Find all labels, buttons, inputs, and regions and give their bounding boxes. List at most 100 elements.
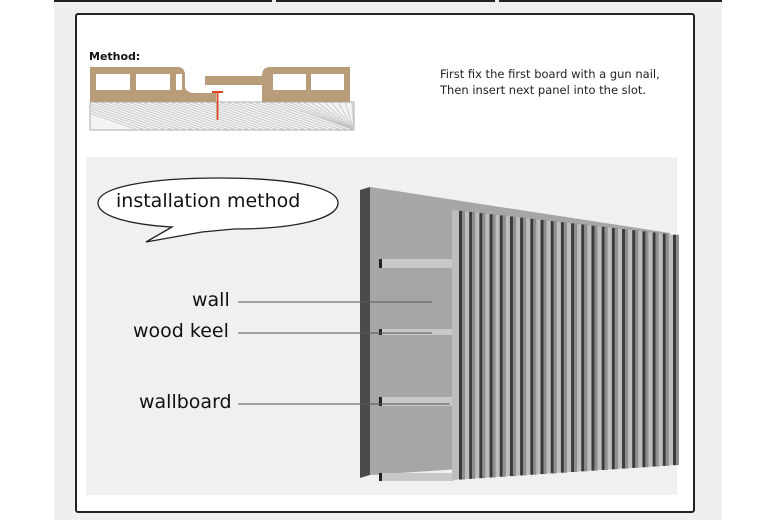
hatch-line [197,101,279,131]
hatch-line [267,101,349,131]
panel-groove-shade [553,221,557,474]
top-divider [54,0,272,2]
instructions: First fix the first board with a gun nai… [440,66,660,98]
hatch-line [162,101,244,131]
callout-label-wood-keel: wood keel [133,320,229,342]
panel-groove-shade [523,217,527,476]
panel-groove [581,224,585,472]
panel-groove-shade [645,231,649,468]
instruction-line: First fix the first board with a gun nai… [440,67,660,81]
panel-groove [642,231,646,468]
hatch-line [253,101,335,131]
callout-label-wallboard: wallboard [139,391,232,413]
panel-groove-shade [543,219,547,475]
hatch-line [89,103,167,131]
hatch-line [232,101,314,131]
hatch-line [127,101,209,131]
panel-groove [489,214,493,478]
top-divider [276,0,495,2]
hatch-line [330,101,355,131]
hatch-line [316,101,355,131]
instruction-line: Then insert next panel into the slot. [440,83,647,97]
hatch-line [183,101,265,131]
hatch-line [120,101,202,131]
panel-groove-shade [512,216,516,477]
panel-groove [560,222,564,473]
panel-groove-shade [492,214,496,478]
panel-groove [571,223,575,473]
board-cross-section [89,67,355,131]
hatch-line [113,101,195,131]
hatch-line [344,101,355,131]
hatch-line [246,101,328,131]
hatch-line [218,101,300,131]
wall-illustration [360,187,679,481]
hatch-line [141,101,223,131]
hatch-line [288,101,355,131]
panel-groove-shade [614,227,618,470]
panel-groove [591,225,595,471]
panel-groove-shade [533,218,537,475]
panel-groove-shade [462,210,465,480]
panel-groove [662,233,666,466]
panel-groove [622,229,626,469]
method-label: Method: [89,50,141,63]
panel-groove [611,227,615,470]
panel-groove-shade [655,232,659,467]
hatch-line [211,101,293,131]
panel-groove-shade [594,225,598,471]
hatch-line [155,101,237,131]
panel-groove-shade [563,222,567,473]
panel-groove-shade [665,233,669,466]
panel-groove [509,216,513,477]
tongue [205,76,265,85]
panel-groove [499,215,503,477]
hatch-line [295,101,355,131]
panel-groove [673,234,676,466]
panel-groove [632,230,636,468]
panel-groove-shade [676,234,679,466]
hatch-line [106,101,188,131]
wallboard-panel [452,210,679,480]
hatch-line [239,101,321,131]
hatch-line [89,110,146,131]
panel-groove-shade [625,229,629,469]
panel-groove [530,218,534,475]
hatch-line [134,101,216,131]
hatch-line [89,107,153,131]
panel-groove-shade [472,211,476,479]
panel-groove [459,210,462,480]
panel-groove-shade [482,213,486,479]
panel-groove [520,217,524,476]
panel-groove [652,232,656,467]
panel-groove-shade [584,224,588,472]
panel-groove [479,213,483,479]
panel-groove [550,221,554,474]
board-hollows [96,74,344,90]
hatch-line [148,101,230,131]
hatch-line [92,101,174,131]
hatch-line [274,101,355,131]
panel-groove-shade [635,230,639,468]
hatch-line [190,101,272,131]
hatch-line [225,101,307,131]
panel-groove [469,211,473,479]
panel-groove-shade [502,215,506,477]
panel-groove-shade [574,223,578,473]
callout-label-wall: wall [192,289,230,311]
hatch-line [99,101,181,131]
panel-groove-shade [604,226,608,470]
hatch-line [309,101,355,131]
nail-icon [212,91,223,120]
hatch-line [281,101,355,131]
hatch-line [323,101,355,131]
hatch-line [302,101,355,131]
bubble-label: installation method [116,190,301,212]
panel-groove [540,219,544,475]
hatch-line [89,112,139,131]
speech-bubble-icon [97,177,339,243]
panel-groove [601,226,605,470]
hatch-line [89,105,160,131]
hatch-line [351,101,355,131]
